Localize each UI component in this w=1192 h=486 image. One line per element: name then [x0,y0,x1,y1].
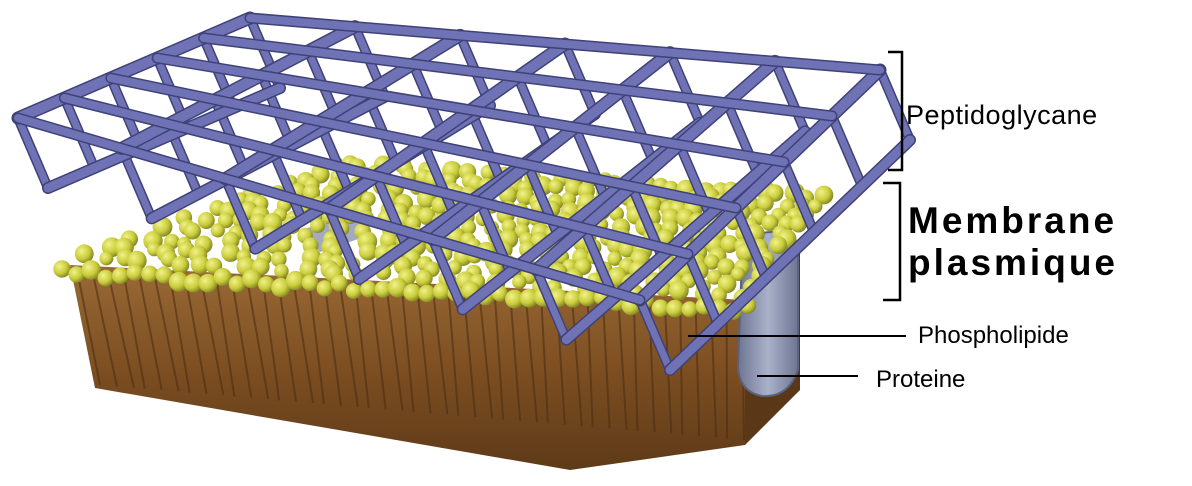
phospholipid-head [172,256,190,274]
phospholipid-head [415,270,432,287]
label-peptidoglycane: Peptidoglycane [906,100,1098,131]
phospholipid-head [548,179,563,194]
phospholipid-head [98,270,115,287]
phospholipid-head [112,267,129,284]
phospholipid-head [331,275,348,292]
bracket-membrane-plasmique [883,183,900,300]
phospholipid-head [99,251,113,265]
glycan-strand [250,18,880,70]
phospholipid-head [669,280,689,300]
phospholipid-head [512,275,526,289]
phospholipid-head [666,300,684,318]
lipid-tail [727,307,728,438]
phospholipid-head [53,260,70,277]
glycan-strand [727,103,757,173]
label-phospholipide: Phospholipide [918,322,1069,350]
glycan-strand [518,77,548,147]
label-membrane-line1: Membrane [908,200,1118,242]
phospholipid-head [418,285,435,302]
phospholipid-head [682,301,698,317]
phospholipid-head [211,223,225,237]
phospholipid-head [274,264,289,279]
glycan-strand [775,61,805,131]
phospholipid-head [184,222,201,239]
phospholipid-head [359,242,377,260]
phospholipid-head [127,264,144,281]
label-membrane-plasmique: Membrane plasmique [908,200,1118,284]
glycan-strand [623,90,653,160]
glycan-strand [670,53,700,123]
phospholipid-head [302,275,319,292]
phospholipid-head [317,280,333,296]
glycan-strand [832,116,862,186]
phospholipid-head [769,236,787,254]
label-membrane-line2: plasmique [908,242,1118,284]
label-proteine: Proteine [876,366,965,394]
phospholipid-head [346,283,362,299]
phospholipid-head [141,266,158,283]
